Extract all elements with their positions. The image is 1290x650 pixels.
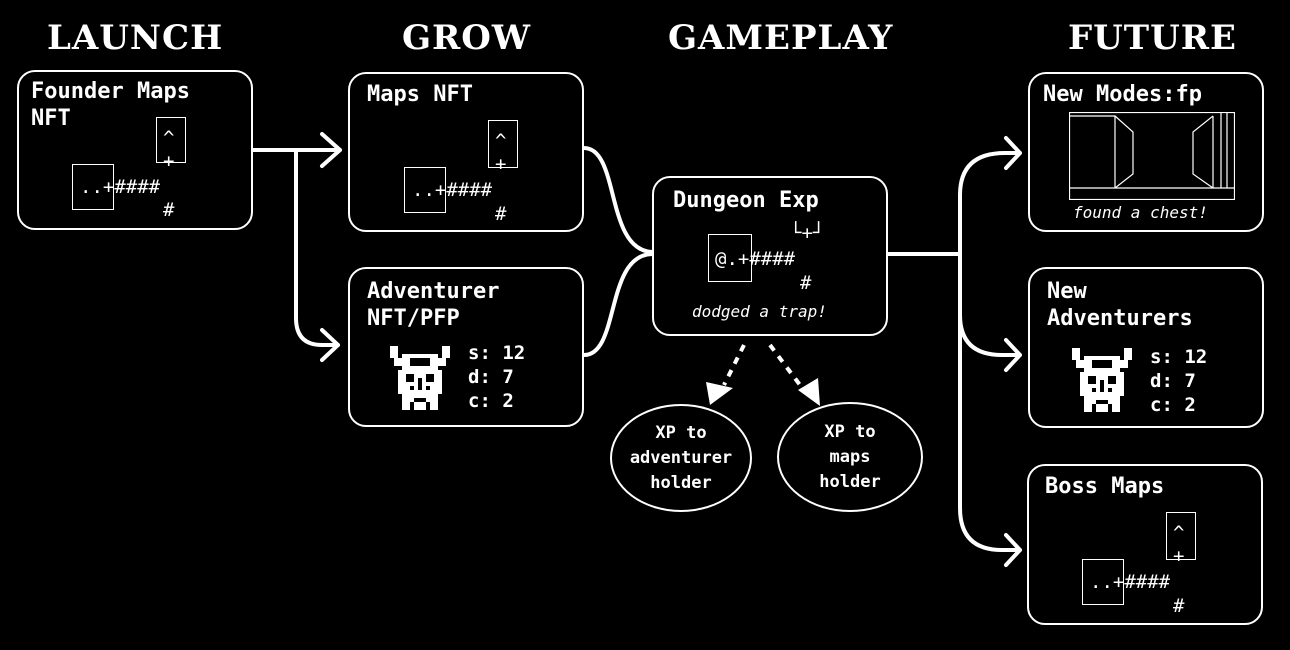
column-heading-gameplay: GAMEPLAY (668, 18, 894, 58)
card-title: Dungeon Exp (673, 188, 819, 213)
card-title: New Modes:fp (1043, 82, 1202, 107)
map-door: + (495, 153, 507, 175)
card-title: New Adventurers (1047, 279, 1193, 331)
map-room-frame (156, 117, 186, 163)
stat-strength: s: 12 (468, 342, 526, 364)
column-heading-launch: LAUNCH (47, 18, 224, 58)
map-room-frame (404, 167, 446, 213)
map-door: + (1173, 545, 1185, 567)
map-stairs-up: ^ (163, 127, 175, 149)
arrowhead-xp-maps (798, 378, 820, 406)
connector-adventurer-to-dungeon (582, 252, 654, 357)
dashed-arrow-xp-maps (768, 343, 802, 387)
new-adventurers-card: New Adventurers s: 12 d: 7 c: 2 (1028, 267, 1264, 428)
map-room-frame (1166, 512, 1196, 560)
map-room-frame (72, 164, 114, 210)
map-room-frame (1082, 559, 1124, 605)
xp-maps-label: XP to maps holder (819, 421, 881, 492)
stat-strength: s: 12 (1150, 346, 1208, 368)
arrowhead-xp-adventurer (706, 382, 733, 405)
founder-maps-nft-card: Founder Maps NFT ^ + ..+#### # (17, 70, 253, 230)
connector-maps-to-dungeon (582, 146, 654, 254)
map-corridor-tail: # (1173, 595, 1185, 617)
arrow-to-boss-maps (958, 252, 1022, 567)
map-room-frame (708, 234, 752, 282)
stat-constitution: c: 2 (468, 390, 514, 412)
card-title: Founder Maps NFT (31, 79, 190, 131)
dungeon-caption: dodged a trap! (692, 302, 827, 321)
adventurer-nft-card: Adventurer NFT/PFP s: 12 d: 7 c: 2 (348, 267, 584, 427)
dashed-arrow-xp-adventurer (722, 344, 746, 386)
xp-to-maps-holder: XP to maps holder (777, 402, 923, 512)
map-corridor-tail: # (163, 199, 175, 221)
card-title: Boss Maps (1045, 474, 1165, 499)
map-door: + (163, 150, 175, 172)
stats-list: s: 12 d: 7 c: 2 (1150, 345, 1207, 417)
xp-adventurer-label: XP to adventurer holder (629, 422, 733, 493)
stat-dexterity: d: 7 (1150, 370, 1196, 392)
map-corridor-tail: # (800, 272, 812, 294)
arrow-launch-to-adventurer (294, 148, 340, 362)
map-room-frame (488, 120, 518, 168)
card-title: Maps NFT (367, 82, 473, 107)
map-corridor: @.+#### (715, 248, 796, 270)
map-door: └+┘ (790, 222, 825, 244)
map-corridor: ..+#### (412, 179, 493, 201)
new-modes-card: New Modes:fp found a chest! (1028, 72, 1264, 232)
column-heading-grow: GROW (402, 18, 532, 58)
column-heading-future: FUTURE (1068, 18, 1237, 58)
xp-to-adventurer-holder: XP to adventurer holder (610, 404, 752, 512)
arrow-to-new-modes (958, 136, 1022, 256)
map-stairs-up: ^ (495, 130, 507, 152)
boss-maps-card: Boss Maps ^ + ..+#### # (1027, 464, 1263, 625)
map-corridor-tail: # (495, 203, 507, 225)
card-title: Adventurer NFT/PFP (367, 279, 500, 331)
maps-nft-card: Maps NFT ^ + ..+#### # (348, 72, 584, 232)
map-corridor: ..+#### (80, 176, 161, 198)
horned-helmet-adventurer-icon (390, 346, 450, 410)
dungeon-exp-card: Dungeon Exp └+┘ @.+#### # dodged a trap! (652, 176, 888, 336)
stat-dexterity: d: 7 (468, 366, 514, 388)
horned-helmet-adventurer-icon (1072, 348, 1132, 412)
arrow-to-new-adventurers (958, 252, 1022, 372)
map-corridor: ..+#### (1090, 571, 1171, 593)
first-person-corridor-icon (1069, 112, 1235, 200)
map-stairs-up: ^ (1173, 522, 1185, 544)
stat-constitution: c: 2 (1150, 394, 1196, 416)
stats-list: s: 12 d: 7 c: 2 (468, 341, 525, 413)
new-modes-caption: found a chest! (1073, 203, 1208, 222)
